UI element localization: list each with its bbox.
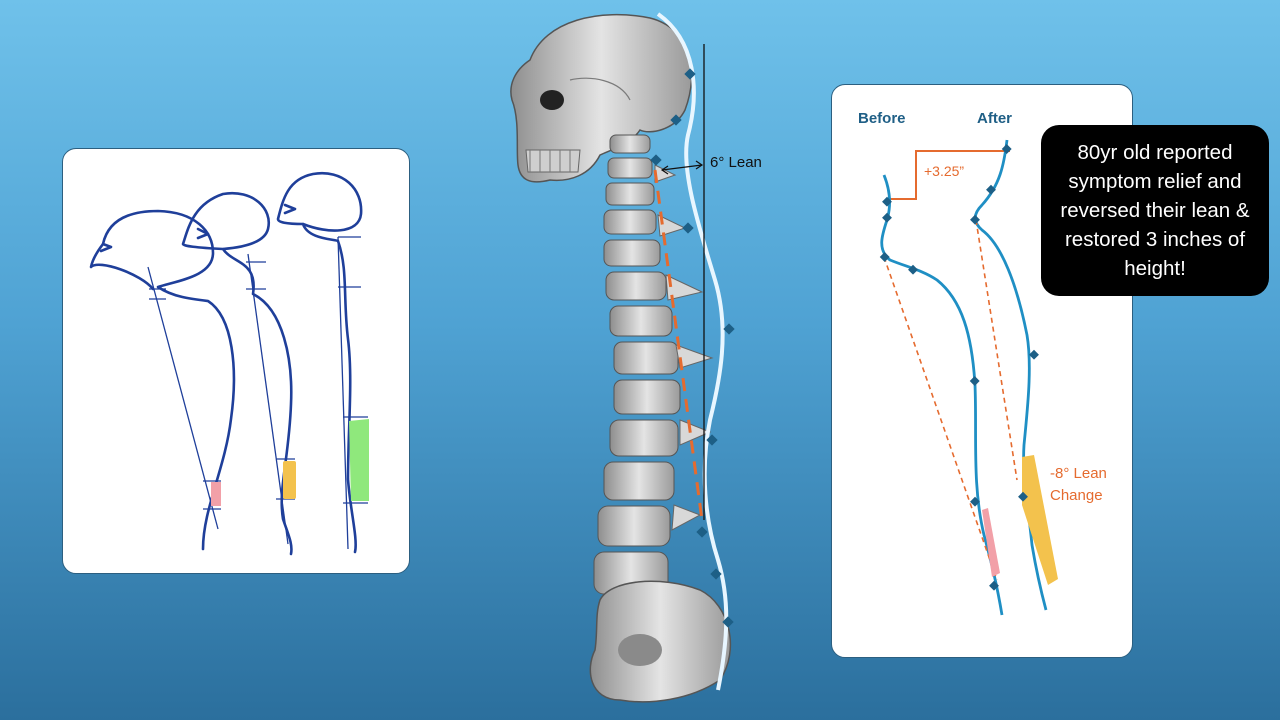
after-curve: [973, 139, 1048, 611]
wedge-orange-right: [1022, 455, 1058, 585]
before-curve: [880, 174, 1004, 616]
lean-line: [653, 169, 704, 521]
posture-figure-3: [276, 171, 363, 554]
wedge-orange: [283, 461, 296, 499]
skull-icon: [510, 13, 693, 183]
arrow-icon: [660, 160, 704, 175]
spine-skeleton-figure: [510, 12, 735, 703]
before-after-curves: [879, 139, 1058, 616]
pelvis-icon: [589, 580, 732, 703]
posture-nose-3: [283, 203, 297, 215]
lean-label: 6° Lean: [710, 154, 762, 171]
posterior-contour-line: [656, 12, 729, 691]
wedge-pink-right: [982, 508, 1000, 577]
after-lean-line: [975, 219, 1018, 481]
plumb-line-3: [337, 236, 349, 550]
testimonial-callout: 80yr old reported symptom relief and rev…: [1041, 125, 1269, 296]
spinous-processes: [654, 164, 714, 531]
plumb-line-1: [147, 266, 219, 530]
height-step: [890, 150, 1010, 200]
posture-sketches: [89, 171, 369, 556]
height-gain-label: +3.25”: [924, 163, 965, 179]
before-lean-line: [883, 256, 998, 581]
lean-change-label: -8° Lean Change: [1050, 465, 1107, 504]
posture-nose-1: [99, 242, 113, 253]
curve-markers: [879, 144, 1039, 591]
after-label: After: [977, 110, 1013, 127]
posture-figure-2: [181, 191, 293, 556]
wedge-green: [349, 419, 369, 501]
posture-progression-panel: [62, 148, 410, 574]
posture-figure-1: [89, 209, 236, 551]
spine-icon: [593, 134, 681, 595]
posture-nose-2: [196, 227, 210, 240]
wedge-pink: [211, 482, 221, 506]
callout-text: 80yr old reported symptom relief and rev…: [1060, 141, 1250, 280]
before-label: Before: [858, 110, 906, 127]
plumb-line-2: [247, 253, 289, 545]
